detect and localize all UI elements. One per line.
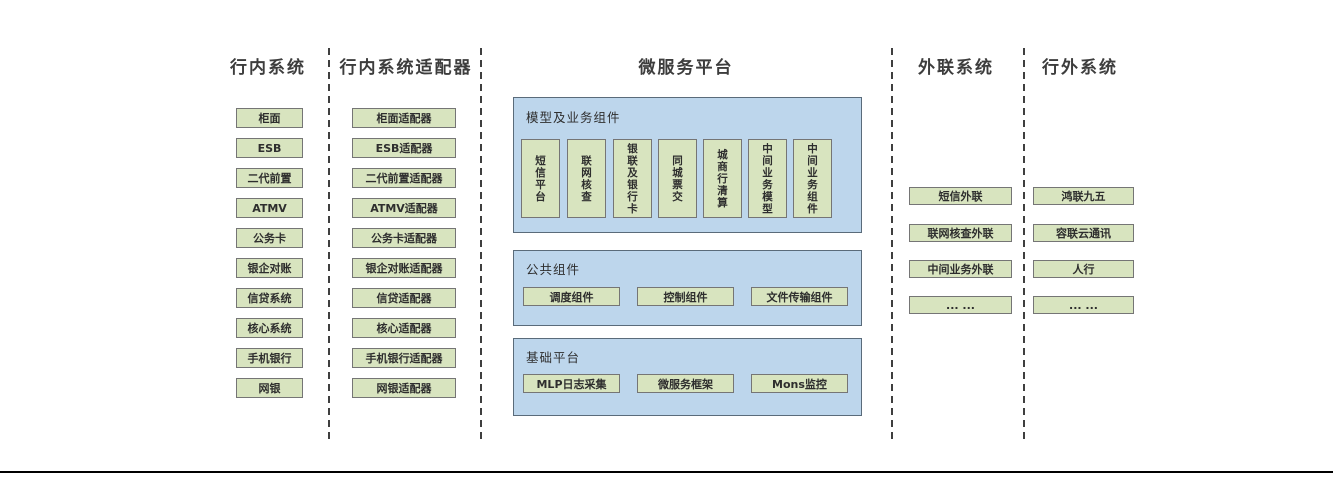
model-component-box: 中间业务组件 (793, 139, 832, 218)
adapter-box: ATMV适配器 (352, 198, 456, 218)
panel-label: 模型及业务组件 (526, 110, 621, 125)
bottom-rule (0, 471, 1333, 473)
outreach-system-box: 短信外联 (909, 187, 1012, 205)
model-component-box: 同城票交 (658, 139, 697, 218)
internal-system-box: ATMV (236, 198, 303, 218)
panel-label: 公共组件 (526, 262, 581, 277)
panel-label: 基础平台 (526, 350, 581, 365)
model-component-box: 银联及银行卡 (613, 139, 652, 218)
internal-system-box: 手机银行 (236, 348, 303, 368)
column-divider (891, 48, 893, 444)
column-title-adapters: 行内系统适配器 (339, 58, 473, 78)
model-component-box: 城商行清算 (703, 139, 742, 218)
adapter-box: 公务卡适配器 (352, 228, 456, 248)
internal-system-box: 柜面 (236, 108, 303, 128)
base-component-box: 微服务框架 (637, 374, 734, 393)
internal-system-box: 信贷系统 (236, 288, 303, 308)
internal-system-box: 网银 (236, 378, 303, 398)
model-component-box: 短信平台 (521, 139, 560, 218)
adapter-box: 网银适配器 (352, 378, 456, 398)
adapter-box: 信贷适配器 (352, 288, 456, 308)
external-system-box: ... ... (1033, 296, 1134, 314)
base-component-box: Mons监控 (751, 374, 848, 393)
column-title-internal: 行内系统 (230, 58, 306, 78)
external-system-box: 容联云通讯 (1033, 224, 1134, 242)
column-divider (1023, 48, 1025, 444)
column-title-platform: 微服务平台 (638, 58, 734, 78)
internal-system-box: 公务卡 (236, 228, 303, 248)
base-component-box: MLP日志采集 (523, 374, 620, 393)
outreach-system-box: ... ... (909, 296, 1012, 314)
adapter-box: ESB适配器 (352, 138, 456, 158)
adapter-box: 银企对账适配器 (352, 258, 456, 278)
internal-system-box: 二代前置 (236, 168, 303, 188)
column-divider (328, 48, 330, 444)
column-divider (480, 48, 482, 444)
model-component-box: 中间业务模型 (748, 139, 787, 218)
outreach-system-box: 联网核查外联 (909, 224, 1012, 242)
external-system-box: 人行 (1033, 260, 1134, 278)
column-title-outreach: 外联系统 (918, 58, 994, 78)
common-component-box: 控制组件 (637, 287, 734, 306)
model-component-box: 联网核查 (567, 139, 606, 218)
adapter-box: 核心适配器 (352, 318, 456, 338)
internal-system-box: 银企对账 (236, 258, 303, 278)
adapter-box: 二代前置适配器 (352, 168, 456, 188)
internal-system-box: 核心系统 (236, 318, 303, 338)
external-system-box: 鸿联九五 (1033, 187, 1134, 205)
column-title-external: 行外系统 (1042, 58, 1118, 78)
common-component-box: 调度组件 (523, 287, 620, 306)
adapter-box: 手机银行适配器 (352, 348, 456, 368)
adapter-box: 柜面适配器 (352, 108, 456, 128)
common-component-box: 文件传输组件 (751, 287, 848, 306)
outreach-system-box: 中间业务外联 (909, 260, 1012, 278)
internal-system-box: ESB (236, 138, 303, 158)
